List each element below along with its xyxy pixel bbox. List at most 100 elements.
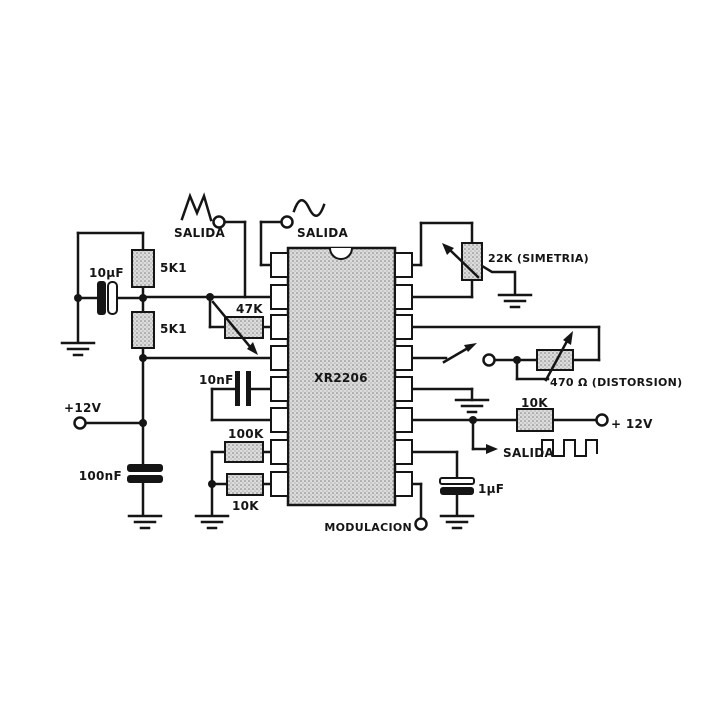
label-12v-left: +12V: [64, 401, 102, 415]
junction-dot: [469, 416, 477, 424]
ground-symbols: [60, 293, 533, 530]
capacitor-plate: [107, 281, 118, 315]
potentiometer-body: [224, 316, 264, 339]
terminal-modulacion: [414, 517, 428, 531]
potentiometer-47k: [211, 300, 264, 355]
label-r100k: 100K: [228, 427, 264, 441]
potentiometer-body: [461, 242, 483, 281]
ic-pins-left: [270, 252, 289, 497]
ic-pin: [270, 471, 289, 497]
arrowhead-icon: [464, 343, 477, 352]
ground-icon: [454, 398, 490, 414]
capacitor-plate: [246, 371, 251, 406]
ic-pin: [270, 314, 289, 340]
resistor-5k1-top: [131, 249, 155, 288]
label-pot47k: 47K: [236, 302, 263, 316]
terminal-distorsion: [482, 353, 496, 367]
label-pot22k: 22K (SIMETRIA): [488, 252, 589, 265]
ic-pins-right: [394, 252, 413, 497]
arrowhead-icon: [563, 331, 573, 345]
capacitor-plate: [235, 371, 240, 406]
junction-dot: [74, 294, 82, 302]
ground-icon: [439, 514, 475, 530]
ground-icon: [194, 514, 230, 530]
ground-icon: [497, 293, 533, 309]
junction-dot: [206, 293, 214, 301]
ic-label: XR2206: [314, 371, 368, 385]
label-cap100nf: 100nF: [79, 469, 122, 483]
capacitor-plate: [127, 475, 163, 483]
junction-dot: [513, 356, 521, 364]
junction-dot: [139, 419, 147, 427]
terminal-12v-right: [595, 413, 609, 427]
ic-pin: [394, 471, 413, 497]
ic-pin: [270, 407, 289, 433]
ground-icon: [60, 341, 96, 357]
ic-pin: [394, 284, 413, 310]
capacitor-plate: [439, 477, 475, 485]
arrowhead-icon: [247, 342, 258, 355]
capacitor-1uf: [439, 477, 475, 495]
terminals: [73, 215, 609, 531]
label-cap10uf: 10µF: [89, 266, 124, 280]
junction-dot: [139, 354, 147, 362]
square-output-arrow: [486, 444, 498, 454]
ic-pin: [394, 345, 413, 371]
label-r5k1b: 5K1: [160, 322, 187, 336]
capacitor-plate: [97, 281, 106, 315]
terminal-12v-left: [73, 416, 87, 430]
potentiometer-22k: [442, 242, 483, 281]
label-r5k1a: 5K1: [160, 261, 187, 275]
label-salida-triangle: SALIDA: [174, 226, 226, 240]
label-modulacion: MODULACION: [324, 521, 412, 534]
ic-pin: [394, 407, 413, 433]
ic-notch-outline: [328, 246, 354, 260]
label-cap10nf: 10nF: [199, 373, 234, 387]
label-r10k-bottom: 10K: [232, 499, 259, 513]
ic-pin: [394, 376, 413, 402]
ic-pin: [270, 439, 289, 465]
ground-icon: [127, 514, 163, 530]
components: [97, 242, 574, 496]
switch-arrow: [442, 343, 477, 364]
capacitor-10uf: [97, 281, 118, 315]
capacitor-plate: [440, 487, 474, 495]
resistor-10k-bottom: [226, 473, 264, 496]
potentiometer-wiper: [211, 300, 253, 350]
ic-xr2206: XR2206: [270, 246, 413, 507]
wire: [480, 264, 517, 295]
sine-wave-icon: [292, 199, 326, 217]
resistor-100k: [224, 441, 264, 463]
capacitor-10nf: [235, 371, 251, 406]
label-r10k-pullup: 10K: [521, 396, 548, 410]
ic-pin: [394, 252, 413, 278]
junction-dot: [139, 294, 147, 302]
ic-pin: [394, 439, 413, 465]
terminal-salida-sine: [280, 215, 294, 229]
resistor-5k1-bottom: [131, 311, 155, 349]
potentiometer-wiper: [448, 248, 480, 279]
ic-pin: [270, 284, 289, 310]
ic-pin: [270, 252, 289, 278]
junction-dot: [208, 480, 216, 488]
labels: 10µF 5K1 5K1 SALIDA SALIDA 47K 22K (SIME…: [64, 226, 682, 534]
terminal-salida-triangle: [212, 215, 226, 229]
triangle-wave-icon: [180, 192, 213, 222]
ic-pin: [270, 345, 289, 371]
potentiometer-body: [536, 349, 574, 371]
ic-pin: [394, 314, 413, 340]
potentiometer-470: [536, 331, 574, 382]
potentiometer-wiper: [544, 341, 568, 382]
label-pot470: 470 Ω (DISTORSION): [550, 376, 682, 389]
square-wave-icon: [541, 439, 598, 457]
label-cap1uf: 1µF: [478, 482, 504, 496]
ic-pin: [270, 376, 289, 402]
waveform-glyphs: [180, 192, 598, 457]
label-salida-square: SALIDA: [503, 446, 555, 460]
switch-lever: [442, 346, 470, 364]
label-salida-sine: SALIDA: [297, 226, 349, 240]
capacitor-100nf: [127, 464, 163, 483]
ic-notch: [330, 248, 352, 259]
